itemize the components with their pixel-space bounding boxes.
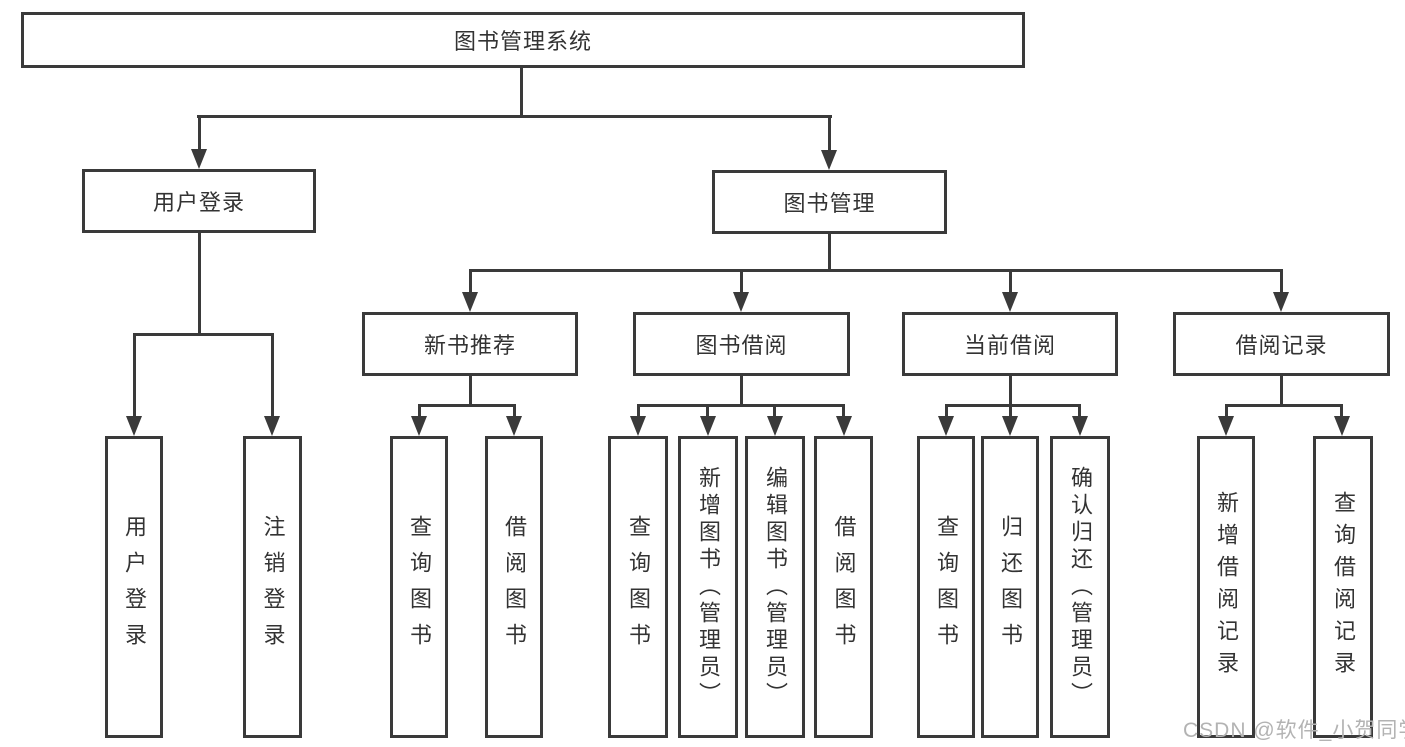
- connector-line: [469, 376, 472, 407]
- node-new-book-recommend: 新书推荐: [362, 312, 578, 376]
- node-label: 查询借阅记录: [1331, 491, 1356, 683]
- leaf-borrow-books: 借阅图书: [814, 436, 873, 738]
- node-label: 用户登录: [152, 190, 245, 215]
- connector-line: [1225, 404, 1343, 407]
- leaf-edit-books-admin: 编辑图书（管理员）: [745, 436, 805, 738]
- arrow-down-icon: [506, 416, 522, 436]
- node-label: 当前借阅: [963, 333, 1056, 358]
- arrow-down-icon: [1334, 416, 1350, 436]
- node-label: 查询图书: [626, 515, 651, 659]
- arrow-down-icon: [1002, 292, 1018, 312]
- arrow-down-icon: [411, 416, 427, 436]
- connector-line: [637, 404, 640, 419]
- connector-line: [828, 115, 831, 153]
- node-label: 借阅记录: [1235, 333, 1328, 358]
- arrow-down-icon: [126, 416, 142, 436]
- connector-line: [1280, 376, 1283, 407]
- node-label: 编辑图书（管理员）: [763, 465, 788, 709]
- arrow-down-icon: [836, 416, 852, 436]
- arrow-down-icon: [1273, 292, 1289, 312]
- csdn-watermark: CSDN @软件_小贺同学: [1183, 719, 1405, 742]
- leaf-query-books-current: 查询图书: [917, 436, 975, 738]
- connector-line: [198, 115, 201, 153]
- leaf-query-books-borrow: 查询图书: [608, 436, 668, 738]
- node-label: 归还图书: [998, 515, 1023, 659]
- node-user-login: 用户登录: [82, 169, 316, 233]
- leaf-query-books-recommend: 查询图书: [390, 436, 448, 738]
- connector-line: [198, 233, 201, 336]
- connector-line: [1340, 404, 1343, 419]
- node-label: 借阅图书: [831, 515, 857, 659]
- connector-line: [418, 404, 516, 407]
- arrow-down-icon: [821, 150, 837, 170]
- node-book-borrow: 图书借阅: [633, 312, 850, 376]
- connector-line: [1280, 269, 1283, 295]
- arrow-down-icon: [264, 416, 280, 436]
- arrow-down-icon: [630, 416, 646, 436]
- connector-line: [706, 404, 709, 419]
- arrow-down-icon: [733, 292, 749, 312]
- connector-line: [469, 269, 472, 295]
- connector-line: [945, 404, 948, 419]
- leaf-add-books-admin: 新增图书（管理员）: [678, 436, 738, 738]
- connector-line: [133, 333, 274, 336]
- connector-line: [740, 269, 743, 295]
- connector-line: [1009, 404, 1012, 419]
- connector-line: [945, 404, 1081, 407]
- arrow-down-icon: [1002, 416, 1018, 436]
- connector-line: [271, 333, 274, 419]
- node-label: 查询图书: [407, 515, 432, 659]
- leaf-borrow-books-recommend: 借阅图书: [485, 436, 543, 738]
- leaf-confirm-return-admin: 确认归还（管理员）: [1050, 436, 1110, 738]
- node-label: 新增借阅记录: [1214, 491, 1239, 683]
- node-label: 注销登录: [260, 515, 286, 659]
- node-label: 图书管理: [783, 191, 876, 216]
- arrow-down-icon: [462, 292, 478, 312]
- connector-line: [1078, 404, 1081, 419]
- connector-line: [773, 404, 776, 419]
- arrow-down-icon: [191, 149, 207, 169]
- leaf-add-borrow-record: 新增借阅记录: [1197, 436, 1255, 738]
- connector-line: [1225, 404, 1228, 419]
- connector-line: [740, 376, 743, 407]
- connector-line: [513, 404, 516, 419]
- connector-line: [520, 67, 523, 118]
- connector-line: [1009, 269, 1012, 295]
- node-library-system: 图书管理系统: [21, 12, 1025, 68]
- node-label: 图书借阅: [695, 333, 788, 358]
- connector-line: [197, 115, 832, 118]
- node-label: 新书推荐: [423, 333, 516, 358]
- node-label: 查询图书: [934, 515, 959, 659]
- connector-line: [133, 333, 136, 419]
- node-label: 图书管理系统: [453, 29, 592, 54]
- arrow-down-icon: [767, 416, 783, 436]
- leaf-logout: 注销登录: [243, 436, 302, 738]
- connector-line: [637, 404, 845, 407]
- node-label: 新增图书（管理员）: [696, 465, 721, 709]
- connector-line: [828, 234, 831, 272]
- connector-line: [1009, 376, 1012, 407]
- node-label: 借阅图书: [502, 515, 527, 659]
- node-book-management: 图书管理: [712, 170, 947, 234]
- node-borrow-records: 借阅记录: [1173, 312, 1390, 376]
- leaf-user-login: 用户登录: [105, 436, 163, 738]
- leaf-return-books: 归还图书: [981, 436, 1039, 738]
- node-label: 用户登录: [122, 515, 147, 659]
- node-current-borrow: 当前借阅: [902, 312, 1118, 376]
- arrow-down-icon: [1218, 416, 1234, 436]
- arrow-down-icon: [938, 416, 954, 436]
- connector-line: [418, 404, 421, 419]
- connector-line: [842, 404, 845, 419]
- node-label: 确认归还（管理员）: [1068, 465, 1093, 709]
- leaf-query-borrow-record: 查询借阅记录: [1313, 436, 1373, 738]
- connector-line: [469, 269, 1283, 272]
- arrow-down-icon: [700, 416, 716, 436]
- arrow-down-icon: [1072, 416, 1088, 436]
